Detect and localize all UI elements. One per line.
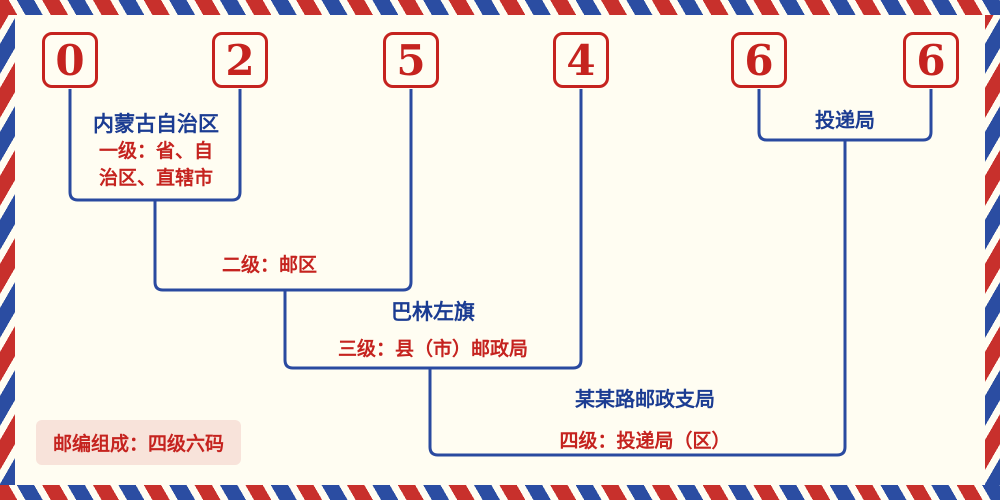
level4-place-name: 某某路邮政支局 [575, 389, 715, 411]
airmail-border-right [985, 0, 1000, 500]
digit-6: 6 [916, 35, 946, 85]
level2-label: 二级：邮区 [222, 255, 318, 276]
digit-box-1: 0 [42, 32, 98, 88]
digit-5: 6 [744, 35, 774, 85]
digit-4: 4 [566, 35, 596, 85]
digit-1: 0 [55, 35, 85, 85]
level1-desc-line1: 一级：省、自 [98, 141, 213, 162]
level4-label: 某某路邮政支局 四级：投递局（区） [490, 388, 800, 453]
level1-region-name: 内蒙古自治区 [93, 113, 219, 136]
level1-desc-line2: 治区、直辖市 [98, 168, 213, 189]
digit-box-5: 6 [731, 32, 787, 88]
digit-box-4: 4 [553, 32, 609, 88]
delivery-office-label: 投递局 [815, 110, 875, 132]
digit-box-2: 2 [212, 32, 268, 88]
level4-desc: 四级：投递局（区） [559, 431, 731, 452]
digit-box-3: 5 [383, 32, 439, 88]
level3-place-name: 巴林左旗 [391, 301, 475, 324]
airmail-border-bottom [0, 485, 1000, 500]
composition-badge: 邮编组成：四级六码 [36, 420, 242, 465]
airmail-border-top [0, 0, 1000, 15]
digit-box-6: 6 [903, 32, 959, 88]
digit-3: 5 [396, 35, 426, 85]
level1-label: 内蒙古自治区 一级：省、自 治区、直辖市 [72, 112, 240, 192]
level3-label: 巴林左旗 三级：县（市）邮政局 [283, 300, 583, 361]
level3-desc: 三级：县（市）邮政局 [337, 339, 528, 360]
digit-2: 2 [225, 35, 255, 85]
airmail-border-left [0, 0, 15, 500]
